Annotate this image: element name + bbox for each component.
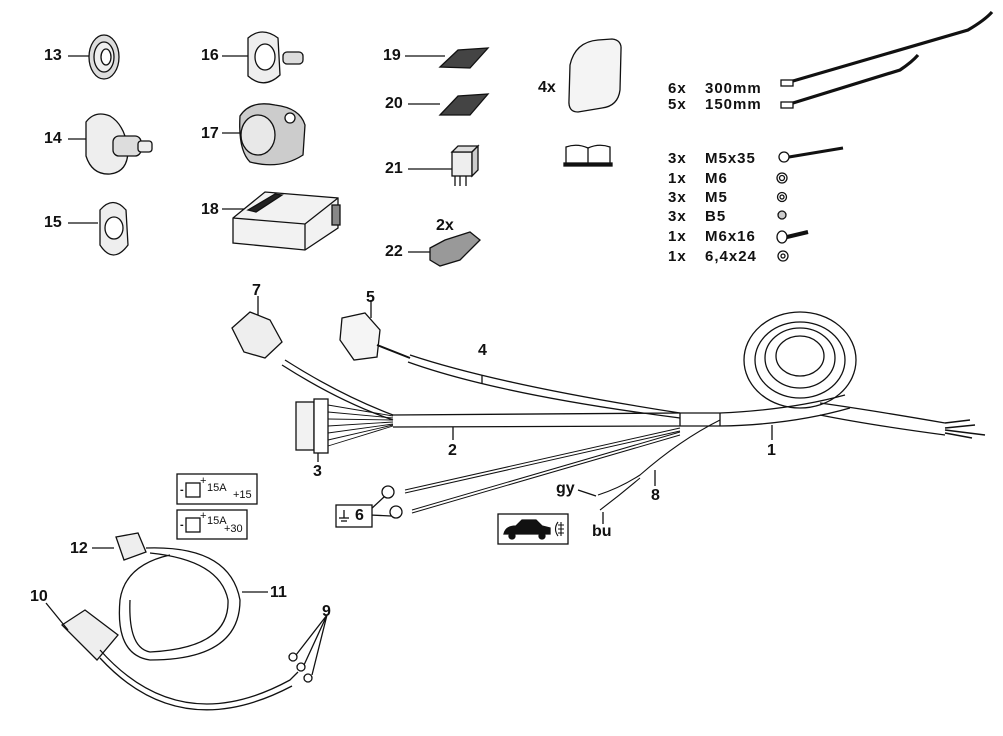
- adhesive-pad-20-drawing: [408, 93, 490, 116]
- hw-size: M5: [705, 189, 728, 206]
- hw-size: M6x16: [705, 228, 756, 245]
- hw-qty: 1x: [668, 170, 687, 187]
- pad-quantity: 4x: [538, 79, 556, 96]
- battery-icon: [185, 517, 201, 533]
- car-fog-light-icon: [503, 519, 564, 540]
- nut-icon: [776, 191, 788, 203]
- part-label-9: 9: [322, 603, 331, 620]
- part-label-17: 17: [201, 125, 219, 142]
- hw-size: 6,4x24: [705, 248, 757, 265]
- part-label-21: 21: [385, 160, 403, 177]
- legend-boxes: [176, 473, 569, 545]
- part-label-19: 19: [383, 47, 401, 64]
- hw-size: M6: [705, 170, 728, 187]
- spring-washer-icon: [777, 210, 787, 220]
- nut-icon: [776, 172, 788, 184]
- screw-icon: [778, 146, 844, 163]
- wire-color-gy: gy: [556, 480, 575, 497]
- ground-icon: [339, 510, 349, 522]
- wiring-harness-drawing: [231, 296, 986, 524]
- foam-pad-drawing: [568, 38, 622, 113]
- part-label-14: 14: [44, 130, 62, 147]
- ignition-terminal: +15: [233, 489, 252, 501]
- part-label-1: 1: [767, 442, 776, 459]
- part-label-6: 6: [355, 507, 364, 524]
- bolt-icon: [776, 230, 809, 244]
- part-label-3: 3: [313, 463, 322, 480]
- part-label-10: 10: [30, 588, 48, 605]
- part-label-12: 12: [70, 540, 88, 557]
- permanent-plus: +: [200, 510, 207, 522]
- part-label-15: 15: [44, 214, 62, 231]
- adhesive-pad-19-drawing: [405, 47, 490, 69]
- grommet-13-drawing: [68, 34, 120, 80]
- control-module-18-drawing: [222, 191, 341, 251]
- hw-qty: 3x: [668, 208, 687, 225]
- tie-qty: 5x: [668, 96, 687, 113]
- hw-size: M5x35: [705, 150, 756, 167]
- part-label-4: 4: [478, 342, 487, 359]
- battery-icon: [185, 482, 201, 498]
- cable-ties-drawing: [780, 10, 994, 109]
- part-label-16: 16: [201, 47, 219, 64]
- clip-quantity: 2x: [436, 217, 454, 234]
- permanent-fuse: 15A: [207, 515, 227, 527]
- part-label-13: 13: [44, 47, 62, 64]
- tie-qty: 6x: [668, 80, 687, 97]
- part-label-7: 7: [252, 282, 261, 299]
- hw-qty: 1x: [668, 248, 687, 265]
- hw-qty: 1x: [668, 228, 687, 245]
- relay-21-drawing: [408, 144, 480, 186]
- manual-book-icon: [563, 144, 613, 167]
- part-label-22: 22: [385, 243, 403, 260]
- part-label-18: 18: [201, 201, 219, 218]
- socket-seal-16-drawing: [222, 31, 304, 84]
- hw-qty: 3x: [668, 189, 687, 206]
- part-label-8: 8: [651, 487, 660, 504]
- ignition-fuse: 15A: [207, 482, 227, 494]
- socket-17-drawing: [222, 103, 306, 166]
- ignition-minus: -: [180, 484, 184, 496]
- wire-color-bu: bu: [592, 523, 612, 540]
- part-label-11: 11: [270, 584, 287, 601]
- hw-size: B5: [705, 208, 727, 225]
- power-cable-drawing: [45, 532, 328, 711]
- grommet-sleeve-14-drawing: [68, 113, 153, 175]
- tie-size: 300mm: [705, 80, 762, 97]
- hw-qty: 3x: [668, 150, 687, 167]
- part-label-2: 2: [448, 442, 457, 459]
- washer-icon: [777, 250, 789, 262]
- gasket-15-drawing: [68, 201, 129, 256]
- permanent-terminal: +30: [224, 523, 243, 535]
- permanent-minus: -: [180, 519, 184, 531]
- part-label-20: 20: [385, 95, 403, 112]
- hardware-icons: [776, 146, 844, 262]
- ignition-plus: +: [200, 475, 207, 487]
- cable-clip-22-drawing: [408, 231, 481, 267]
- part-label-5: 5: [366, 289, 375, 306]
- tie-size: 150mm: [705, 96, 762, 113]
